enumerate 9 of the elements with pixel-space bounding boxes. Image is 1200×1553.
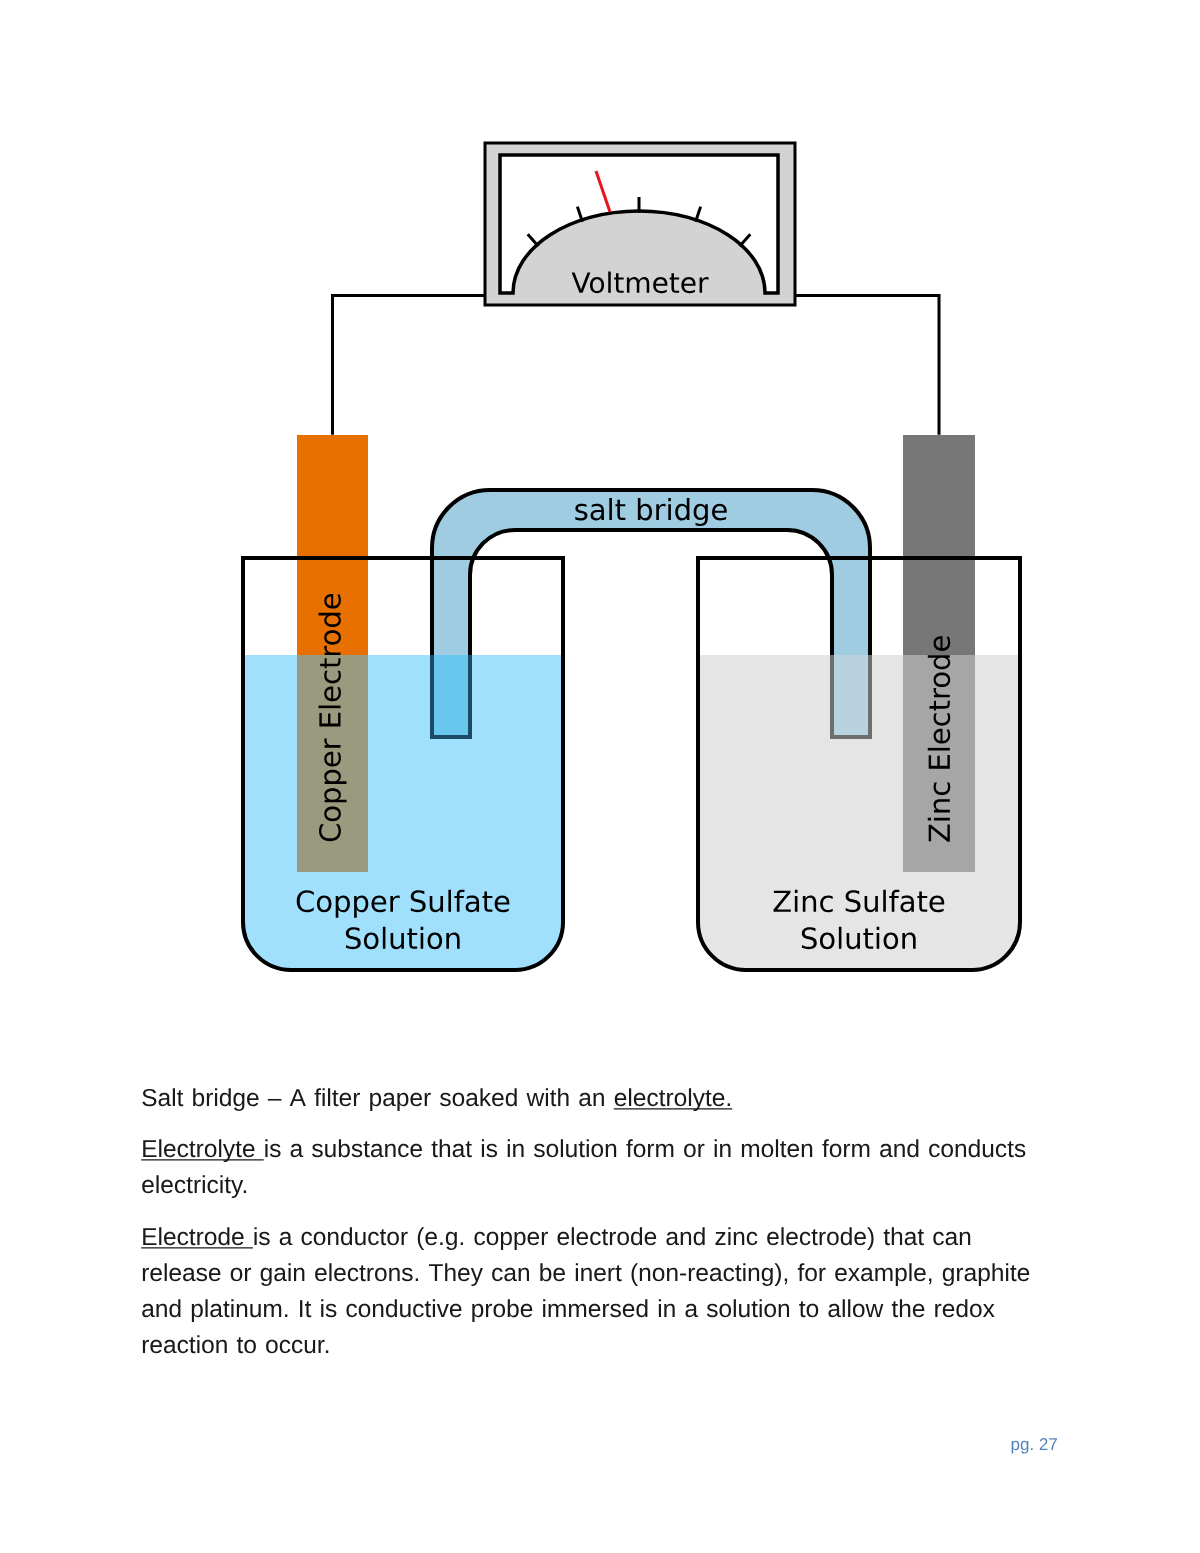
page-number: pg. 27 [1011, 1438, 1057, 1454]
paragraph: Salt bridge – A filter paper soaked with an electrolyte. [142, 1088, 733, 1112]
electrode: Copper Electrode [297, 435, 368, 872]
voltmeter: Voltmeter [483, 141, 797, 307]
electrode: Zinc Electrode [903, 435, 975, 872]
wire [331, 293, 485, 435]
paragraph: Electrode is a conductor (e.g. copper electrode and zinc electrode) that can release or gain electrons. They can be inert (non-reacting), for example, graphite and platinum. It is conductive probe immersed in a solution to allow the redox reaction to occur. [140, 1227, 1030, 1354]
paragraph: Electrolyte is a substance that is in solution form or in molten form and conducts electricity. [140, 1139, 1026, 1199]
wire [795, 293, 941, 435]
